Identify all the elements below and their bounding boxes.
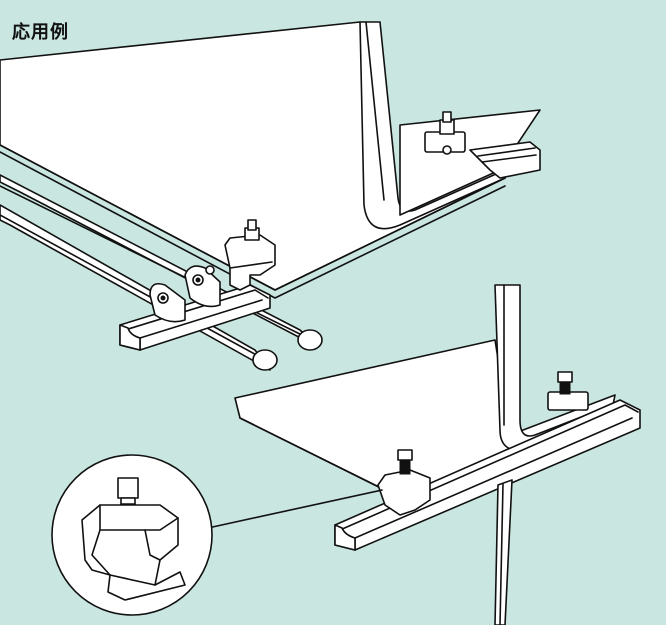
detail-zoom-circle (51, 454, 213, 616)
upper-beam-clamp (224, 219, 276, 291)
beam-clamp-detail (81, 477, 186, 601)
pipe-clamp-right (184, 265, 221, 308)
threaded-rod (494, 479, 513, 625)
upper-flange-front-edge (0, 144, 506, 291)
callout-leader-line (207, 489, 383, 529)
pipe-clamp-left (149, 282, 186, 323)
lower-left-beam-clamp (377, 449, 431, 516)
page-title: 応用例 (12, 22, 69, 43)
lower-strut-channel (334, 399, 641, 551)
lower-right-beam-clamp (547, 371, 589, 411)
upper-channel-right (469, 141, 541, 179)
upper-right-beam-clamp (424, 111, 466, 155)
